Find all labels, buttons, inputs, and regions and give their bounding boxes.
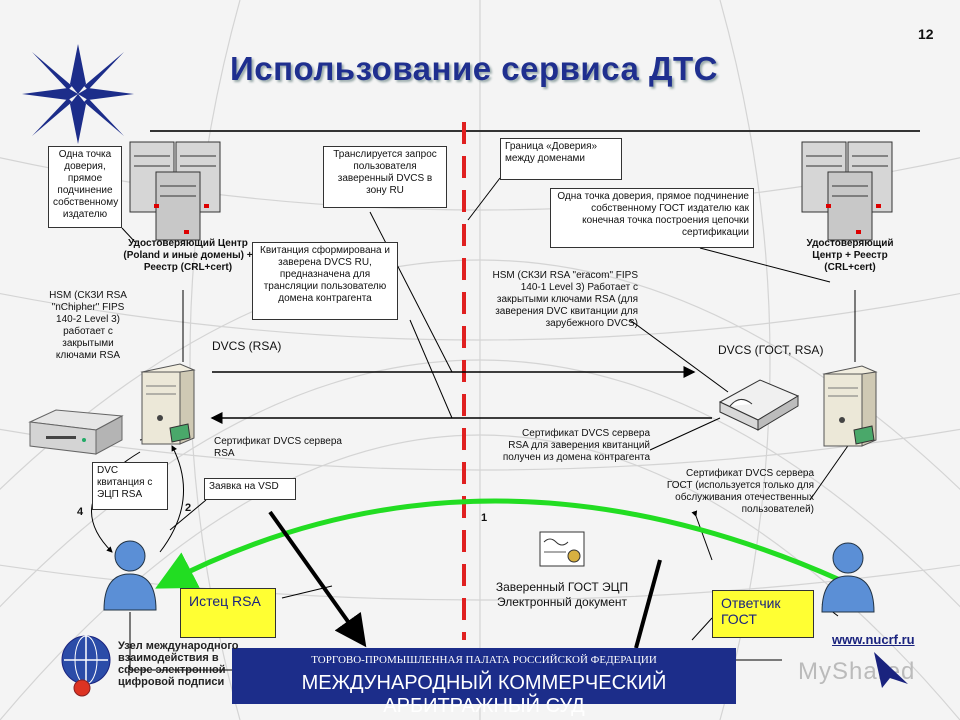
certificate-card-right-icon <box>853 425 875 445</box>
label-hsm-left: HSM (СКЗИ RSA "nChipher" FIPS 140-2 Leve… <box>49 290 127 361</box>
page-number: 12 <box>918 26 934 42</box>
ca-server-right-icon <box>801 141 893 241</box>
respondent-box: Ответчик ГОСТ <box>712 590 814 638</box>
hsm-device-left-icon <box>28 409 124 455</box>
label-cert-gost: Сертификат DVCS сервера ГОСТ (использует… <box>666 468 814 515</box>
green-document-arc <box>155 498 842 589</box>
title-divider <box>150 130 920 132</box>
label-ca-right: Удостоверяющий Центр + Реестр (CRL+cert) <box>806 238 894 273</box>
dvcs-server-left-icon <box>140 363 196 445</box>
label-cert-rsa-right: Сертификат DVCS сервера RSA для заверени… <box>502 428 650 463</box>
signed-document-icon <box>539 531 585 567</box>
court-banner-line2: МЕЖДУНАРОДНЫЙ КОММЕРЧЕСКИЙ АРБИТРАЖНЫЙ С… <box>301 672 667 717</box>
court-banner: ТОРГОВО-ПРОМЫШЛЕННАЯ ПАЛАТА РОССИЙСКОЙ Ф… <box>232 648 736 717</box>
label-dvcs-gost: DVCS (ГОСТ, RSA) <box>718 343 824 357</box>
nucrf-logo-icon <box>22 44 134 144</box>
footer-org-name: Узел международного взаимодействия в сфе… <box>118 640 239 688</box>
plaintiff-box: Истец RSA <box>180 588 276 638</box>
respondent-user-icon <box>821 542 875 613</box>
note-relay-request: Транслируется запрос пользователя завере… <box>323 146 447 208</box>
note-trust-left: Одна точка доверия, прямое подчинение со… <box>48 146 122 228</box>
note-dvc-receipt: DVC квитанция с ЭЦП RSA <box>92 462 168 510</box>
label-hsm-right: HSM (СКЗИ RSA "eracom" FIPS 140-1 Level … <box>492 270 638 329</box>
label-dvcs-rsa: DVCS (RSA) <box>212 339 282 353</box>
court-banner-line1: ТОРГОВО-ПРОМЫШЛЕННАЯ ПАЛАТА РОССИЙСКОЙ Ф… <box>311 654 657 666</box>
watermark-text: MyShared <box>798 658 916 685</box>
footer-website-link[interactable]: www.nucrf.ru <box>832 632 915 647</box>
note-vsd-request: Заявка на VSD <box>204 478 296 500</box>
label-step-1: 1 <box>480 512 488 524</box>
ca-server-left-icon <box>129 141 221 241</box>
label-step-4: 4 <box>76 506 84 518</box>
page-title: Использование сервиса ДТС <box>230 50 718 87</box>
certificate-card-left-icon <box>169 423 191 443</box>
org-globe-logo-icon <box>61 635 111 697</box>
label-step-2: 2 <box>184 502 192 514</box>
label-cert-rsa-left: Сертификат DVCS сервера RSA <box>214 436 342 459</box>
label-signed-document: Заверенный ГОСТ ЭЦП Электронный документ <box>495 580 629 609</box>
plaintiff-user-icon <box>103 540 157 611</box>
note-trust-boundary: Граница «Доверия» между доменами <box>500 138 622 180</box>
label-ca-left: Удостоверяющий Центр (Poland и иные доме… <box>123 238 253 273</box>
note-trust-right: Одна точка доверия, прямое подчинение со… <box>550 188 754 248</box>
note-receipt-formed: Квитанция сформирована и заверена DVCS R… <box>252 242 398 320</box>
cursor-arrow-icon <box>874 652 908 688</box>
hsm-device-right-icon <box>718 379 800 431</box>
